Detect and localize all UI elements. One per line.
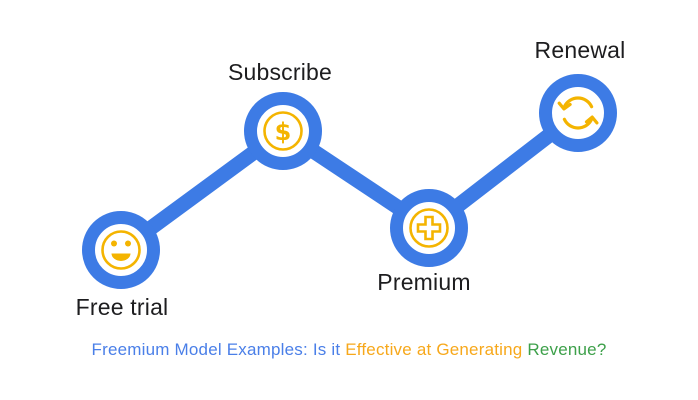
- caption: Freemium Model Examples: Is it Effective…: [0, 339, 698, 360]
- plus-icon: [409, 208, 449, 248]
- node-renewal: [539, 74, 617, 152]
- node-label-premium: Premium: [377, 269, 471, 295]
- svg-text:$: $: [275, 118, 292, 146]
- node-free-trial: [82, 211, 160, 289]
- node-ring: [244, 92, 322, 170]
- dollar-icon: $: [263, 111, 303, 151]
- node-ring: [539, 74, 617, 152]
- trend-line: [113, 105, 586, 258]
- node-label-renewal: Renewal: [534, 37, 626, 63]
- node-subscribe: $: [244, 92, 322, 170]
- node-premium: [390, 189, 468, 267]
- caption-segment-orange: Effective at Generating: [345, 340, 528, 359]
- node-label-free-trial: Free trial: [75, 294, 169, 320]
- caption-segment-green: Revenue?: [527, 340, 607, 359]
- node-label-subscribe: Subscribe: [227, 59, 333, 85]
- caption-segment-blue: Freemium Model Examples: Is it: [91, 340, 346, 359]
- node-ring: [82, 211, 160, 289]
- smiley-icon: [101, 230, 141, 270]
- node-ring: [390, 189, 468, 267]
- refresh-icon: [557, 96, 599, 130]
